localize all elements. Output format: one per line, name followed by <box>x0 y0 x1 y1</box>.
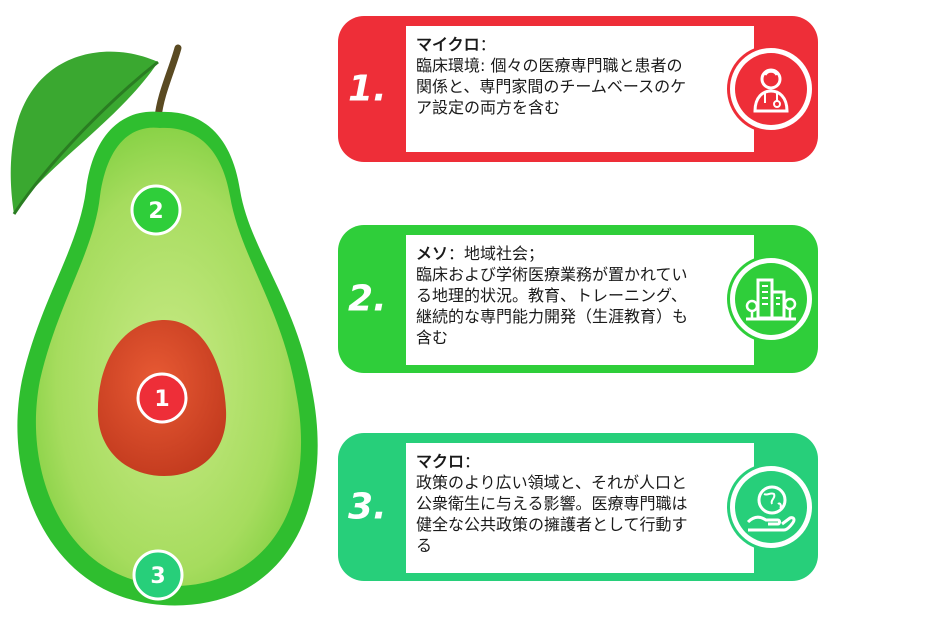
svg-text:2: 2 <box>148 199 163 224</box>
card-title-sep: ： <box>479 35 496 54</box>
card-text: メソ：地域社会； 臨床および学術医療業務が置かれてい る地理的状況。教育、トレー… <box>406 235 754 365</box>
card-text: マイクロ： 臨床環境: 個々の医療専門職と患者の 関係と、専門家間のチームベース… <box>406 26 754 152</box>
card-line: 公衆衛生に与える影響。医療専門職は <box>416 494 688 513</box>
card-line: 継続的な専門能力開発（生涯教育）も <box>416 307 689 326</box>
card-line: 臨床環境: 個々の医療専門職と患者の <box>416 56 683 75</box>
stem-icon <box>154 44 182 122</box>
city-buildings-icon <box>727 255 815 343</box>
marker-2: 2 <box>130 184 182 236</box>
card-line: 政策のより広い領域と、それが人口と <box>416 473 688 492</box>
card-micro: 1. マイクロ： 臨床環境: 個々の医療専門職と患者の 関係と、専門家間のチーム… <box>338 16 818 162</box>
globe-hand-icon <box>727 463 815 551</box>
card-number: 2. <box>348 278 387 320</box>
card-title: マクロ <box>416 452 465 471</box>
card-line: 健全な公共政策の擁護者として行動す <box>416 515 688 534</box>
card-line: 関係と、専門家間のチームベースのケ <box>416 77 687 96</box>
card-line: る <box>416 536 433 555</box>
card-title: マイクロ <box>416 35 480 54</box>
card-line: る地理的状況。教育、トレーニング、 <box>416 286 687 305</box>
card-number: 3. <box>348 486 387 528</box>
svg-text:1: 1 <box>154 387 169 412</box>
card-title-sep: ：地域社会； <box>448 244 545 263</box>
card-line: ア設定の両方を含む <box>416 98 561 117</box>
card-line: 含む <box>416 328 449 347</box>
svg-text:3: 3 <box>150 564 165 589</box>
doctor-icon <box>727 45 815 133</box>
card-text: マクロ： 政策のより広い領域と、それが人口と 公衆衛生に与える影響。医療専門職は… <box>406 443 754 573</box>
card-macro: 3. マクロ： 政策のより広い領域と、それが人口と 公衆衛生に与える影響。医療専… <box>338 433 818 581</box>
card-line: 臨床および学術医療業務が置かれてい <box>416 265 688 284</box>
card-title-sep: ： <box>464 452 481 471</box>
card-title: メソ <box>416 244 449 263</box>
marker-3: 3 <box>132 549 184 601</box>
avocado-illustration: 2 1 3 <box>10 44 318 606</box>
card-meso: 2. メソ：地域社会； 臨床および学術医療業務が置かれてい る地理的状況。教育、… <box>338 225 818 373</box>
marker-1: 1 <box>136 372 188 424</box>
card-number: 1. <box>348 68 387 110</box>
